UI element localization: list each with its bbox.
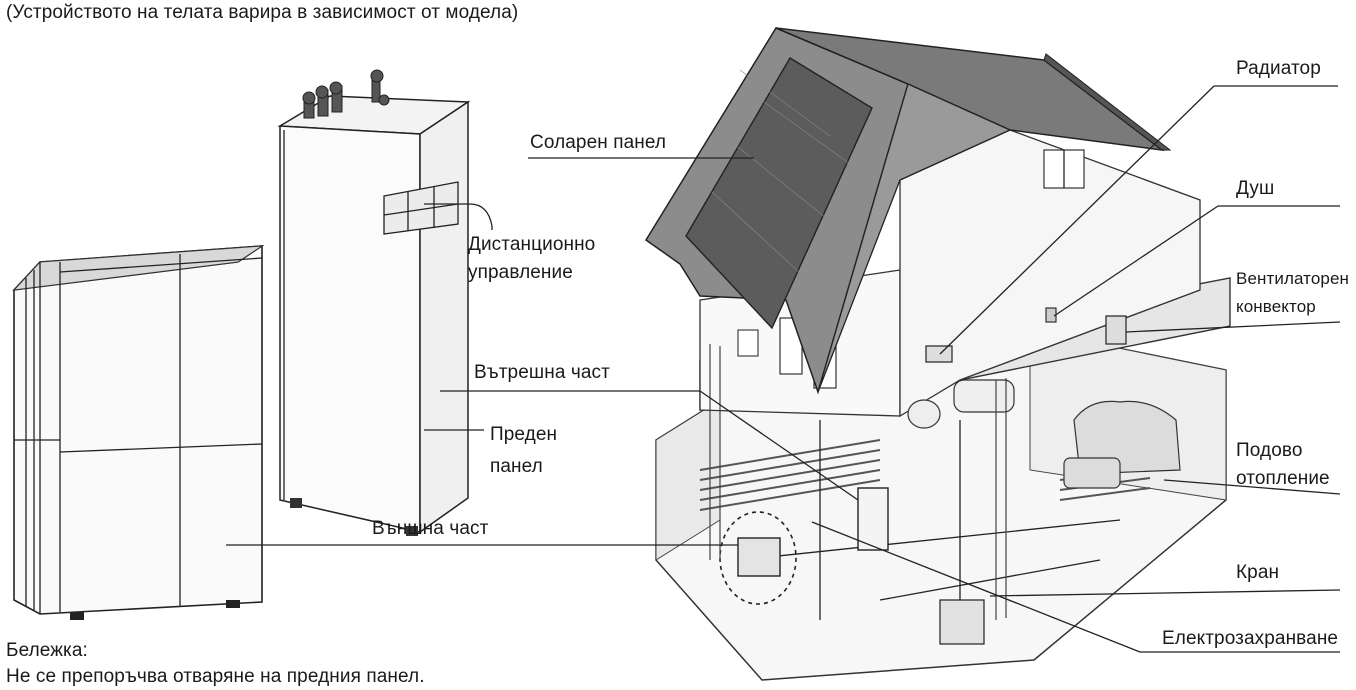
label-front-panel-line1: Преден	[490, 424, 558, 445]
label-indoor-unit: Вътрешна част	[474, 362, 610, 383]
label-solar-panel: Соларен панел	[530, 132, 667, 153]
label-fan-coil-line1: Вентилаторен	[1236, 269, 1350, 288]
indoor-unit-drawing	[277, 69, 471, 536]
outdoor-unit-drawing	[12, 245, 265, 620]
note-text: Не се препоръчва отваряне на предния пан…	[6, 666, 425, 687]
leader-lines	[226, 85, 1341, 653]
note-title: Бележка:	[6, 640, 88, 661]
label-shower: Душ	[1236, 178, 1275, 199]
solar-panel-drawing	[685, 57, 873, 330]
remote-control-panel	[383, 181, 459, 235]
house-drawing	[644, 27, 1231, 681]
fan-coil-unit	[1105, 315, 1127, 345]
label-floor-heating-line1: Подово	[1236, 440, 1303, 461]
sofa-illustration	[1063, 400, 1181, 489]
label-remote-control-line2: управление	[468, 262, 573, 283]
label-front-panel-line2: панел	[490, 456, 543, 477]
label-faucet: Кран	[1236, 562, 1280, 583]
label-outdoor-unit: Външна част	[372, 518, 489, 539]
model-variation-caption: (Устройството на телата варира в зависим…	[6, 2, 519, 23]
label-power-supply: Електрозахранване	[1162, 628, 1339, 649]
label-floor-heating-line2: отопление	[1236, 468, 1330, 489]
label-radiator: Радиатор	[1236, 58, 1321, 79]
label-remote-control-line1: Дистанционно	[468, 234, 596, 255]
label-fan-coil-line2: конвектор	[1236, 297, 1316, 316]
radiator-unit	[925, 345, 953, 363]
